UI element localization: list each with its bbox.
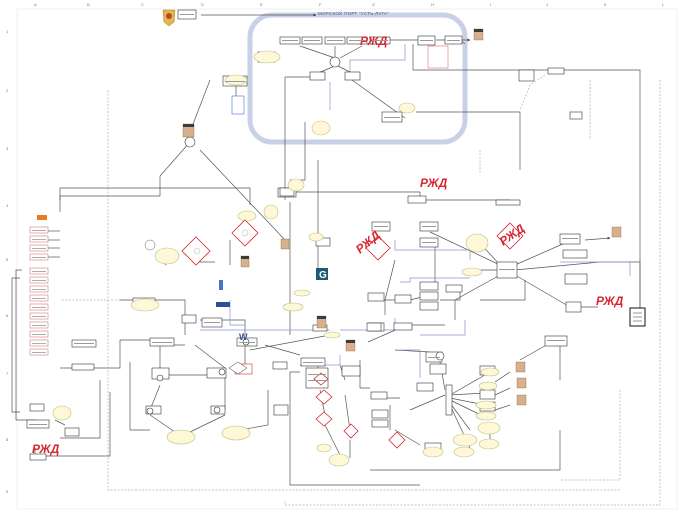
left-column-boxes — [29, 226, 49, 356]
label-placeholders — [29, 14, 578, 425]
small-decision-diamond — [228, 361, 248, 375]
rzd-logo-icon — [420, 176, 448, 190]
column-header: I — [490, 2, 492, 7]
column-header: F — [319, 2, 322, 7]
document-icon — [629, 307, 646, 327]
column-header: L — [662, 2, 665, 7]
diagram-title: МОРСКОЙ ПОРТ "УСТЬ-ЛУГА" — [318, 11, 389, 16]
process-boxes — [26, 9, 646, 461]
company-badge-icon — [216, 302, 230, 307]
row-header: 7 — [6, 371, 9, 376]
w-logo-icon: W — [239, 332, 248, 342]
hair-shading — [183, 29, 483, 343]
left-column-header-badge — [37, 215, 47, 220]
column-header: G — [372, 2, 376, 7]
column-header: D — [201, 2, 204, 7]
column-header: E — [260, 2, 263, 7]
column-header: C — [141, 2, 144, 7]
row-header: 6 — [6, 313, 9, 318]
port-boundary-frame — [247, 12, 468, 145]
column-header: H — [431, 2, 434, 7]
page-frame — [16, 8, 678, 510]
g-logo-icon: G — [316, 268, 328, 281]
column-header: B — [87, 2, 90, 7]
coat-of-arms-icon — [162, 9, 176, 27]
row-header: 5 — [6, 257, 9, 262]
rzd-logo-icon — [32, 442, 60, 456]
rzd-logo-icon — [596, 294, 624, 308]
column-header: J — [546, 2, 548, 7]
row-header: 4 — [6, 203, 9, 208]
svg-text:G: G — [319, 270, 327, 281]
circle-nodes — [146, 56, 445, 415]
column-header: A — [34, 2, 37, 7]
blue-links — [200, 44, 631, 378]
blue-marker-icon — [219, 280, 223, 290]
seal-icon — [144, 239, 156, 251]
row-header: 8 — [6, 437, 9, 442]
column-header: K — [604, 2, 607, 7]
emblem-icon — [241, 229, 249, 237]
row-header: 9 — [6, 489, 9, 494]
ellipse-nodes — [52, 50, 501, 467]
row-header: 2 — [6, 88, 9, 93]
svg-text:W: W — [239, 332, 248, 342]
dashed-links — [60, 74, 661, 506]
emblem-icon — [193, 247, 201, 255]
row-header: 1 — [6, 29, 9, 34]
row-header: 3 — [6, 146, 9, 151]
decision-diamonds — [181, 219, 524, 449]
person-photo-icons — [182, 28, 622, 406]
